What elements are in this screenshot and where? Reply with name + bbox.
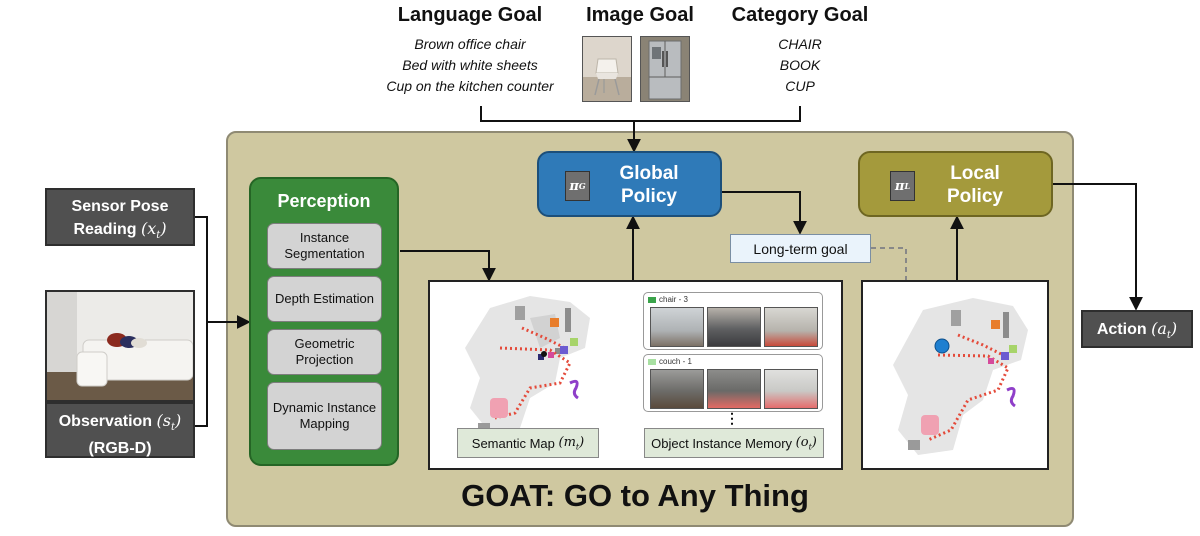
local-policy-label: Local Policy bbox=[947, 163, 1003, 207]
memory-thumbnail bbox=[650, 307, 704, 347]
language-goal-item: Cup on the kitchen counter bbox=[386, 78, 554, 94]
perception-to-map-arrow bbox=[400, 250, 496, 282]
sensor-pose-symbol: (xt) bbox=[141, 219, 167, 242]
memory-card-color-swatch bbox=[648, 296, 656, 303]
category-goal-item: CHAIR bbox=[778, 36, 822, 52]
local-map-frame bbox=[861, 280, 1049, 470]
memory-thumbnail bbox=[650, 369, 704, 409]
memory-thumbnail bbox=[764, 307, 818, 347]
agent-position-dot bbox=[934, 338, 950, 354]
memory-ellipsis: ⋮ bbox=[725, 410, 739, 426]
sensor-input-line bbox=[194, 216, 208, 427]
perception-block: Perception Instance Segmentation Depth E… bbox=[249, 177, 399, 466]
dynamic-instance-mapping-module: Dynamic Instance Mapping bbox=[267, 382, 382, 450]
language-goal-item: Bed with white sheets bbox=[402, 57, 538, 73]
observation-rgb-photo bbox=[45, 290, 195, 402]
sensor-pose-line1: Sensor Pose bbox=[71, 198, 169, 215]
observation-line1: Observation (st) bbox=[47, 410, 193, 438]
category-goal-item: CUP bbox=[785, 78, 815, 94]
category-goal-title: Category Goal bbox=[731, 4, 869, 26]
language-goal-title: Language Goal bbox=[397, 4, 543, 26]
action-label: Action bbox=[1096, 321, 1147, 338]
memory-card-color-swatch bbox=[648, 358, 656, 365]
instance-segmentation-module: Instance Segmentation bbox=[267, 223, 382, 269]
memory-thumbnail bbox=[764, 369, 818, 409]
global-policy-label: Global Policy bbox=[619, 163, 679, 207]
memory-card-couch: couch - 1 bbox=[643, 354, 823, 412]
long-term-goal-box: Long-term goal bbox=[730, 234, 871, 263]
memory-card-label: couch - 1 bbox=[648, 357, 692, 366]
semantic-map-label: Semantic Map (mt) bbox=[457, 428, 599, 458]
memory-card-label: chair - 3 bbox=[648, 295, 688, 304]
local-policy-to-action-arrow bbox=[1053, 183, 1143, 311]
sensor-pose-line2: Reading (xt) bbox=[47, 218, 193, 247]
image-goal-title: Image Goal bbox=[586, 4, 694, 26]
language-goal-item: Brown office chair bbox=[414, 36, 526, 52]
sensor-pose-label: Reading bbox=[73, 221, 137, 238]
local-map-image bbox=[893, 298, 1028, 455]
memory-card-chair: chair - 3 bbox=[643, 292, 823, 350]
action-symbol: (at) bbox=[1151, 319, 1178, 342]
depth-estimation-module: Depth Estimation bbox=[267, 276, 382, 322]
observation-label: Observation bbox=[58, 413, 153, 430]
observation-symbol: (st) bbox=[156, 411, 182, 434]
goal-bracket-line bbox=[480, 106, 801, 122]
semantic-map-frame: chair - 3 couch - 1 ⋮ Semantic Map (mt) … bbox=[428, 280, 843, 470]
image-goal-chair-photo bbox=[582, 36, 632, 102]
semantic-map-image bbox=[465, 296, 590, 433]
perception-title: Perception bbox=[277, 191, 371, 211]
geometric-projection-module: Geometric Projection bbox=[267, 329, 382, 375]
memory-thumbnail bbox=[707, 307, 761, 347]
observation-box: Observation (st) (RGB-D) bbox=[45, 402, 195, 458]
observation-line2: (RGB-D) bbox=[88, 440, 152, 458]
image-goal-fridge-photo bbox=[640, 36, 690, 102]
memory-thumbnail bbox=[707, 369, 761, 409]
global-to-goal-arrow bbox=[722, 191, 807, 235]
system-title: GOAT: GO to Any Thing bbox=[461, 478, 809, 513]
object-instance-memory-label: Object Instance Memory (ot) bbox=[644, 428, 824, 458]
sensor-pose-box: Sensor Pose Reading (xt) bbox=[45, 188, 195, 246]
category-goal-list: CHAIR BOOK CUP bbox=[740, 34, 860, 97]
action-box: Action (at) bbox=[1081, 310, 1193, 348]
language-goal-list: Brown office chair Bed with white sheets… bbox=[370, 34, 570, 97]
category-goal-item: BOOK bbox=[779, 57, 821, 73]
